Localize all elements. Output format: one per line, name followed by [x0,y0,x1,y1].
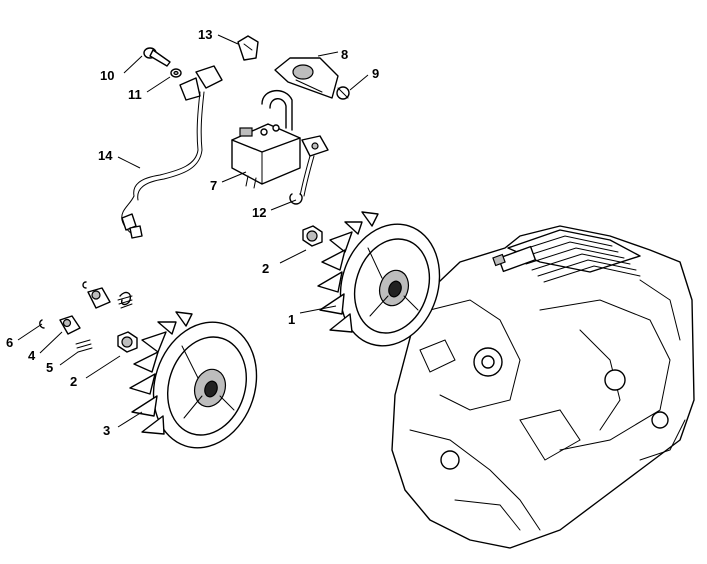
callout-5: 5 [46,360,53,375]
screw-9 [336,86,350,100]
flywheel-upper [317,211,441,347]
nut-upper [302,225,323,247]
flywheel-lower [129,311,258,449]
callout-14: 14 [98,148,113,163]
callout-3: 3 [103,423,110,438]
nut-lower [117,331,138,353]
callout-12: 12 [252,205,266,220]
cover-part [274,57,339,99]
callout-2-upper: 2 [262,261,269,276]
clip-13 [237,35,259,61]
callout-8: 8 [341,47,348,62]
callout-10: 10 [100,68,114,83]
callout-9: 9 [372,66,379,81]
pawl-parts [39,281,133,353]
cable-clamp-12 [289,135,329,205]
callout-2-lower: 2 [70,374,77,389]
engine-block [391,225,695,549]
washer-11 [170,68,182,78]
cylinder-fins [507,229,641,283]
callout-7: 7 [210,178,217,193]
leader-lines [17,34,369,428]
ground-wire-14 [121,65,223,239]
callout-4: 4 [28,348,36,363]
spark-plug [492,245,537,273]
bolt-10 [143,47,171,67]
ignition-module [231,90,301,189]
callout-1: 1 [288,312,295,327]
callout-6: 6 [6,335,13,350]
callout-11: 11 [128,87,142,102]
callout-13: 13 [198,27,212,42]
callout-labels: 1 2 2 3 4 5 6 7 8 9 10 11 12 13 14 [6,27,379,438]
